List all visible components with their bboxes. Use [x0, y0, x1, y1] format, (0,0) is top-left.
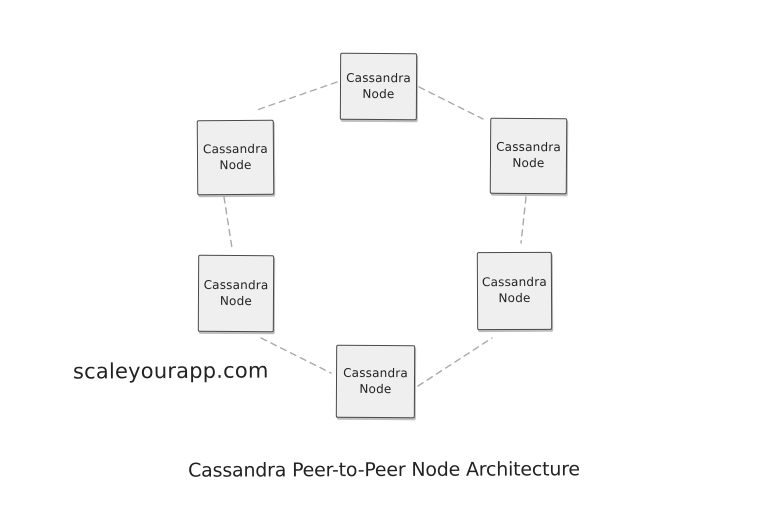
connector-top-upper-left — [253, 81, 338, 112]
diagram-title: Cassandra Peer-to-Peer Node Architecture — [188, 458, 580, 482]
node-label: Cassandra Node — [203, 277, 269, 308]
connector-upper-right-lower-right — [520, 196, 527, 244]
node-label: Cassandra Node — [481, 275, 547, 306]
connector-top-upper-right — [418, 86, 484, 120]
connector-lower-right-bottom — [417, 337, 493, 387]
node-lower-left: Cassandra Node — [197, 254, 275, 333]
node-upper-right: Cassandra Node — [489, 117, 568, 195]
node-upper-left: Cassandra Node — [196, 119, 275, 196]
connector-upper-left-lower-left — [223, 196, 233, 249]
node-label: Cassandra Node — [496, 139, 562, 171]
watermark: scaleyourapp.com — [72, 358, 269, 384]
node-bottom: Cassandra Node — [335, 344, 416, 419]
connector-lower-left-bottom — [260, 337, 332, 374]
node-top: Cassandra Node — [339, 52, 418, 121]
node-label: Cassandra Node — [346, 70, 412, 101]
node-lower-right: Cassandra Node — [476, 251, 553, 331]
node-label: Cassandra Node — [202, 141, 268, 172]
node-label: Cassandra Node — [343, 365, 409, 396]
